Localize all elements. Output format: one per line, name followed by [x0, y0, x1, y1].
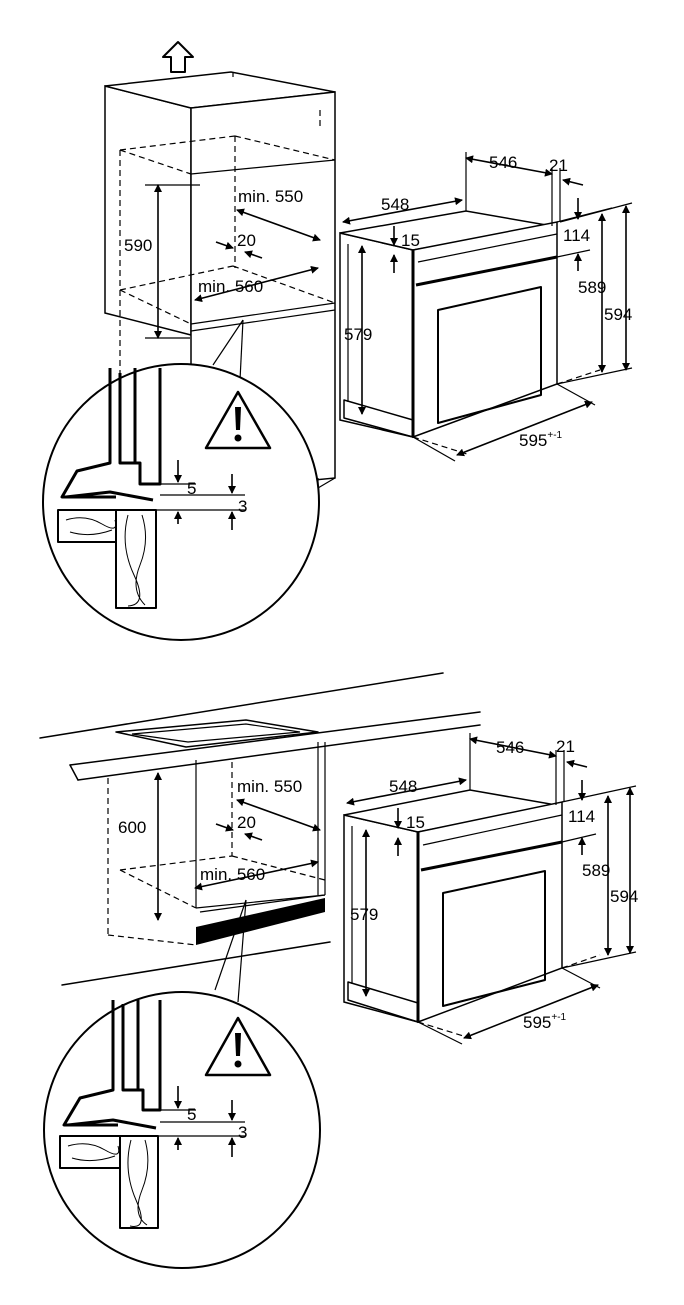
- oven-door-label-2: 21: [556, 737, 575, 756]
- cabinet-width-label-2: min. 560: [200, 865, 265, 884]
- oven-door-label: 21: [549, 156, 568, 175]
- column-installation: 590 min. 550 20 min. 560: [42, 41, 632, 641]
- detail-gap-a-label: 5: [187, 479, 196, 498]
- cabinet-gap-label: 20: [237, 231, 256, 250]
- cabinet-gap-label-2: 20: [237, 813, 256, 832]
- warning-icon: [204, 1016, 272, 1077]
- oven-front-height-label: 589: [578, 278, 606, 297]
- oven-unit-2: [343, 789, 601, 1039]
- arrow-up-icon: [162, 41, 194, 73]
- cabinet-height-label-2: 600: [118, 818, 146, 837]
- niche-dimensions: 590 min. 550 20 min. 560: [124, 184, 321, 339]
- oven-width-label: 548: [381, 195, 409, 214]
- oven-body-height-label: 579: [344, 325, 372, 344]
- detail-gap-b-label-2: 3: [238, 1123, 247, 1142]
- oven-width-label-2: 548: [389, 777, 417, 796]
- oven-front-height-label-2: 589: [582, 861, 610, 880]
- worktop: [39, 672, 481, 986]
- oven-front-width-label: 595+-1: [519, 430, 563, 450]
- oven-total-height-label: 594: [604, 305, 632, 324]
- oven-depth-label-2: 546: [496, 738, 524, 757]
- detail-magnifier-2: 5 3: [43, 899, 321, 1269]
- cabinet-height-label: 590: [124, 236, 152, 255]
- oven-unit: [339, 210, 601, 456]
- base-cabinet: [107, 742, 326, 946]
- oven-panel-label: 114: [563, 226, 590, 245]
- oven-top-label: 15: [401, 231, 420, 250]
- oven-dimensions: 546 21 548 15 579 114 589 594 595: [342, 152, 632, 462]
- niche-dimensions-2: 600 min. 550 20 min. 560: [118, 772, 321, 921]
- oven-total-height-label-2: 594: [610, 887, 638, 906]
- oven-top-label-2: 15: [406, 813, 425, 832]
- oven-dimensions-2: 546 21 548 15 579 114 589 594 595+-1: [346, 733, 638, 1045]
- cabinet-depth-label-2: min. 550: [237, 777, 302, 796]
- detail-gap-a-label-2: 5: [187, 1105, 196, 1124]
- detail-gap-b-label: 3: [238, 497, 247, 516]
- oven-depth-label: 546: [489, 153, 517, 172]
- oven-panel-label-2: 114: [568, 807, 595, 826]
- warning-icon: [204, 390, 272, 450]
- cabinet-depth-label: min. 550: [238, 187, 303, 206]
- cabinet-width-label: min. 560: [198, 277, 263, 296]
- detail-magnifier: 5 3: [42, 319, 320, 641]
- oven-front-width-label-2: 595+-1: [523, 1012, 567, 1032]
- oven-body-height-label-2: 579: [350, 905, 378, 924]
- undercounter-installation: 600 min. 550 20 min. 560: [39, 672, 638, 1269]
